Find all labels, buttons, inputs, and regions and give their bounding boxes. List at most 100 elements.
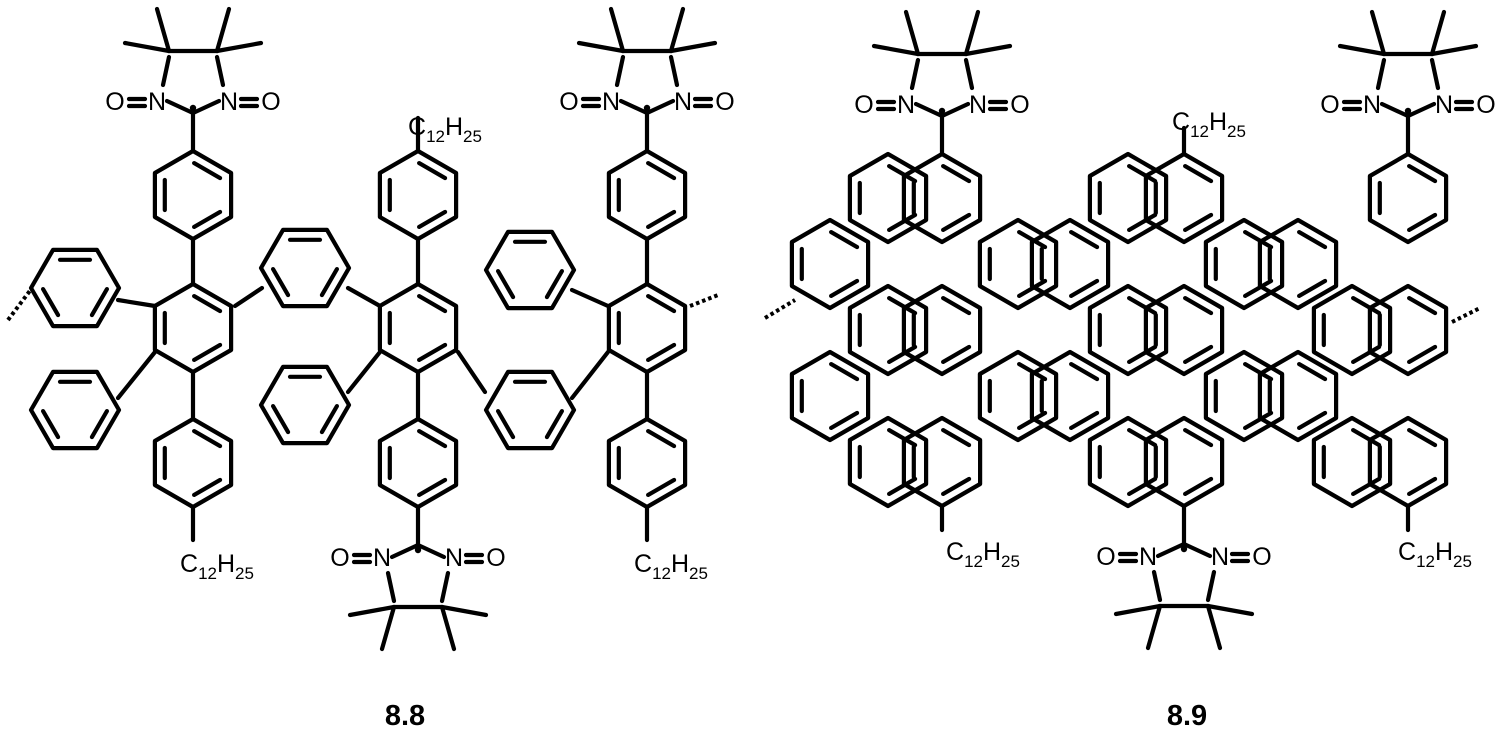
graphene-ring [1311, 415, 1393, 509]
ring-outline [1087, 283, 1169, 377]
oxygen-atom: O [330, 544, 349, 572]
single-bond [1379, 101, 1411, 119]
single-bond [569, 349, 611, 401]
double-bond [1069, 361, 1100, 382]
double-bond [646, 342, 677, 363]
single-bond [115, 297, 158, 309]
oxygen-atom: O [1476, 91, 1495, 119]
compound-label-8-9: 8.9 [1167, 700, 1207, 731]
graphene-ring [1029, 217, 1111, 311]
single-bond [439, 604, 489, 618]
single-bond [569, 287, 611, 309]
graphene-ring [1367, 283, 1449, 377]
single-bond [963, 43, 1013, 57]
double-bond [192, 428, 223, 449]
single-bond [1205, 603, 1223, 651]
double-bond [192, 160, 223, 181]
nitrogen-atom: N [602, 88, 620, 116]
ring-outline [1087, 151, 1169, 245]
nitrogen-atom: N [674, 88, 692, 116]
polymer-continuation [689, 293, 719, 308]
aryl-ring [377, 416, 459, 510]
single-bond [1429, 9, 1447, 57]
single-bond [347, 604, 397, 618]
double-bond [1183, 163, 1214, 184]
aryl-ring [152, 148, 234, 242]
single-bond [455, 349, 488, 395]
single-bond [154, 6, 172, 54]
double-bond [1407, 163, 1438, 184]
graphene-ring [977, 217, 1059, 311]
graphene-ring [1203, 349, 1285, 443]
radical-dot [1404, 107, 1412, 115]
oxygen-atom: O [1252, 543, 1271, 571]
ring-outline [1029, 217, 1111, 311]
single-bond [1405, 101, 1437, 119]
radical-dot [414, 546, 422, 554]
single-bond [122, 40, 172, 54]
double-bond [941, 476, 972, 497]
single-bond [913, 101, 945, 119]
double-bond [887, 427, 918, 448]
ring-outline [1311, 415, 1393, 509]
oxygen-atom: O [486, 544, 505, 572]
double-bond [646, 209, 677, 230]
oxygen-atom: O [1096, 543, 1115, 571]
graphene-ring [1257, 349, 1339, 443]
double-bond [417, 428, 448, 449]
single-bond [214, 6, 232, 54]
single-bond [345, 285, 383, 309]
graphene-ring [977, 349, 1059, 443]
core-benzene-ring [152, 281, 234, 375]
single-bond [1155, 541, 1187, 559]
double-bond [1297, 229, 1328, 250]
compound-label-8-8: 8.8 [385, 700, 425, 731]
single-bond [614, 54, 626, 88]
oxygen-atom: O [854, 91, 873, 119]
double-bond [941, 344, 972, 365]
single-bond [903, 9, 921, 57]
dodecyl-label: C12H25 [1398, 538, 1472, 571]
aryl-ring [606, 148, 688, 242]
double-bond [1183, 427, 1214, 448]
graphene-ring [847, 283, 929, 377]
double-bond [1407, 476, 1438, 497]
single-bond [939, 101, 971, 119]
single-bond [1145, 603, 1163, 651]
ring-outline [977, 217, 1059, 311]
single-bond [214, 54, 226, 88]
double-bond [270, 267, 291, 298]
dodecyl-label: C12H25 [946, 538, 1020, 571]
phenyl-ring [483, 229, 577, 311]
ring-outline [258, 227, 352, 309]
single-bond [1205, 603, 1255, 617]
double-bond [40, 287, 61, 318]
double-bond [829, 410, 860, 431]
nitrogen-atom: N [897, 91, 915, 119]
double-bond [1127, 476, 1158, 497]
double-bond [1243, 410, 1274, 431]
double-bond [1407, 295, 1438, 316]
graphene-ring [1203, 217, 1285, 311]
double-bond [1407, 344, 1438, 365]
single-bond [1181, 541, 1213, 559]
ring-outline [28, 369, 122, 451]
graphene-ring [1087, 415, 1169, 509]
aryl-ring [606, 416, 688, 510]
single-bond [963, 57, 975, 91]
double-bond [417, 477, 448, 498]
single-bond [439, 570, 451, 604]
double-bond [887, 344, 918, 365]
ring-outline [789, 349, 871, 443]
ring-outline [1311, 283, 1393, 377]
double-bond [1351, 344, 1382, 365]
double-bond [829, 361, 860, 382]
double-bond [319, 404, 340, 435]
double-bond [1183, 476, 1214, 497]
single-bond [1369, 9, 1387, 57]
double-bond [1183, 212, 1214, 233]
double-bond [941, 427, 972, 448]
single-bond [909, 57, 921, 91]
